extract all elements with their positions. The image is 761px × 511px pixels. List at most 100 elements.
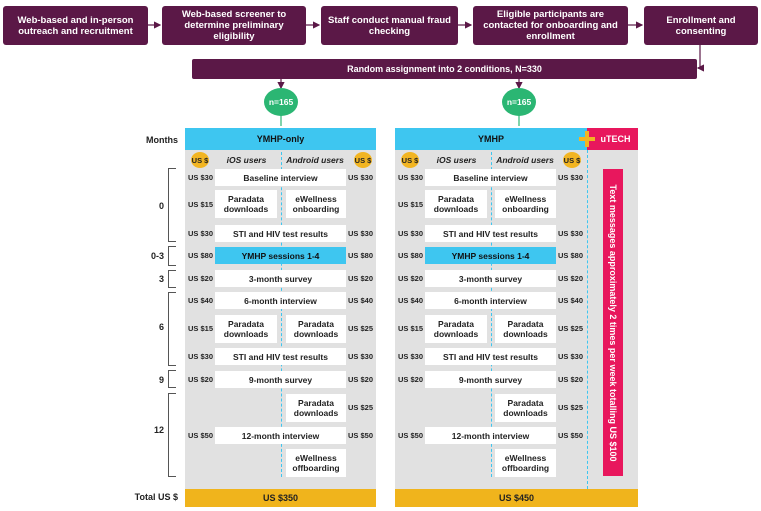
right-amount-baseline-android: US $30	[558, 173, 584, 182]
bracket-0-3	[168, 246, 176, 266]
month-0: 0	[158, 201, 164, 211]
flow-step-3: Staff conduct manual fraud checking	[321, 6, 458, 45]
left-sti-results-6: STI and HIV test results	[215, 348, 346, 365]
left-title: YMHP-only	[185, 128, 376, 150]
left-baseline-interview: Baseline interview	[215, 169, 346, 186]
left-3-month-survey: 3-month survey	[215, 270, 346, 287]
left-amount-sti6-android: US $30	[348, 352, 374, 361]
left-amount-sti1-android: US $30	[348, 229, 374, 238]
right-android-header: Android users	[496, 155, 554, 165]
left-sti-results-1: STI and HIV test results	[215, 225, 346, 242]
right-paradata-1: Paradata downloads	[425, 190, 487, 218]
n-right-circle: n=165	[502, 88, 536, 116]
right-amount-sti6-android: US $30	[558, 352, 584, 361]
right-amount-sessions-ios: US $80	[398, 251, 424, 260]
right-amount-paradata6-ios: US $15	[398, 324, 424, 333]
left-amount-interview12-android: US $50	[348, 431, 374, 440]
left-coin-android: US $	[354, 152, 372, 168]
text-messages-label: Text messages approximately 2 times per …	[608, 184, 618, 461]
months-label: Months	[146, 135, 178, 145]
right-amount-sti1-android: US $30	[558, 229, 584, 238]
left-amount-interview12-ios: US $50	[188, 431, 214, 440]
right-paradata-6-android: Paradata downloads	[495, 315, 556, 343]
left-paradata-12: Paradata downloads	[286, 394, 346, 422]
right-amount-sessions-android: US $80	[558, 251, 584, 260]
left-coin-ios: US $	[191, 152, 209, 168]
left-amount-survey3-android: US $20	[348, 274, 374, 283]
plus-icon	[579, 131, 595, 147]
left-ios-header: iOS users	[226, 155, 267, 165]
left-amount-survey9-android: US $20	[348, 375, 374, 384]
right-baseline-interview: Baseline interview	[425, 169, 556, 186]
bracket-9	[168, 370, 176, 388]
right-utech-title: uTECH	[587, 128, 638, 150]
right-ewellness-onboarding: eWellness onboarding	[495, 190, 556, 218]
left-paradata-6-android: Paradata downloads	[286, 315, 346, 343]
right-amount-survey9-android: US $20	[558, 375, 584, 384]
right-amount-survey3-ios: US $20	[398, 274, 424, 283]
right-sti-results-1: STI and HIV test results	[425, 225, 556, 242]
right-ymhp-sessions: YMHP sessions 1-4	[425, 247, 556, 264]
left-amount-baseline-android: US $30	[348, 173, 374, 182]
flow-step-1: Web-based and in-person outreach and rec…	[3, 6, 148, 45]
right-divider	[491, 152, 492, 477]
right-coin-android: US $	[563, 152, 581, 168]
left-amount-paradata12-android: US $25	[348, 403, 374, 412]
right-amount-sti1-ios: US $30	[398, 229, 424, 238]
right-total: US $450	[395, 489, 638, 507]
right-coin-ios: US $	[401, 152, 419, 168]
right-amount-paradata6-android: US $25	[558, 324, 584, 333]
left-total: US $350	[185, 489, 376, 507]
month-9: 9	[158, 375, 164, 385]
right-paradata-6-ios: Paradata downloads	[425, 315, 487, 343]
left-amount-interview6-android: US $40	[348, 296, 374, 305]
left-amount-sessions-android: US $80	[348, 251, 374, 260]
bracket-3	[168, 270, 176, 288]
left-amount-interview6-ios: US $40	[188, 296, 214, 305]
left-paradata-1: Paradata downloads	[215, 190, 277, 218]
flow-step-5: Enrollment and consenting	[644, 6, 758, 45]
left-amount-survey9-ios: US $20	[188, 375, 214, 384]
right-utech-divider	[587, 150, 588, 489]
left-amount-sti1-ios: US $30	[188, 229, 214, 238]
n-left-circle: n=165	[264, 88, 298, 116]
left-amount-survey3-ios: US $20	[188, 274, 214, 283]
right-sti-results-6: STI and HIV test results	[425, 348, 556, 365]
month-6: 6	[158, 322, 164, 332]
right-3-month-survey: 3-month survey	[425, 270, 556, 287]
left-amount-baseline-ios: US $30	[188, 173, 214, 182]
bracket-12	[168, 393, 176, 477]
left-ymhp-sessions: YMHP sessions 1-4	[215, 247, 346, 264]
right-amount-baseline-ios: US $30	[398, 173, 424, 182]
left-9-month-survey: 9-month survey	[215, 371, 346, 388]
left-amount-sti6-ios: US $30	[188, 352, 214, 361]
right-amount-sti6-ios: US $30	[398, 352, 424, 361]
flow-step-2: Web-based screener to determine prelimin…	[162, 6, 306, 45]
right-amount-interview6-android: US $40	[558, 296, 584, 305]
right-amount-interview6-ios: US $40	[398, 296, 424, 305]
flow-step-4: Eligible participants are contacted for …	[473, 6, 628, 45]
left-ewellness-onboarding: eWellness onboarding	[286, 190, 346, 218]
left-12-month-interview: 12-month interview	[215, 427, 346, 444]
month-0-3: 0-3	[150, 251, 164, 261]
left-amount-sessions-ios: US $80	[188, 251, 214, 260]
left-android-header: Android users	[286, 155, 344, 165]
right-paradata-12: Paradata downloads	[495, 394, 556, 422]
left-paradata-6-ios: Paradata downloads	[215, 315, 277, 343]
right-amount-survey3-android: US $20	[558, 274, 584, 283]
right-amount-interview12-ios: US $50	[398, 431, 424, 440]
random-assignment-banner: Random assignment into 2 conditions, N=3…	[192, 59, 697, 79]
month-12: 12	[153, 425, 164, 435]
bracket-0	[168, 168, 176, 242]
left-ewellness-offboarding: eWellness offboarding	[286, 449, 346, 477]
month-3: 3	[158, 274, 164, 284]
right-6-month-interview: 6-month interview	[425, 292, 556, 309]
arrow-5-assign	[696, 45, 704, 72]
right-amount-interview12-android: US $50	[558, 431, 584, 440]
right-amount-survey9-ios: US $20	[398, 375, 424, 384]
left-6-month-interview: 6-month interview	[215, 292, 346, 309]
right-amount-paradata12-android: US $25	[558, 403, 584, 412]
left-amount-paradata6-android: US $25	[348, 324, 374, 333]
right-title: YMHP	[395, 128, 587, 150]
right-ewellness-offboarding: eWellness offboarding	[495, 449, 556, 477]
